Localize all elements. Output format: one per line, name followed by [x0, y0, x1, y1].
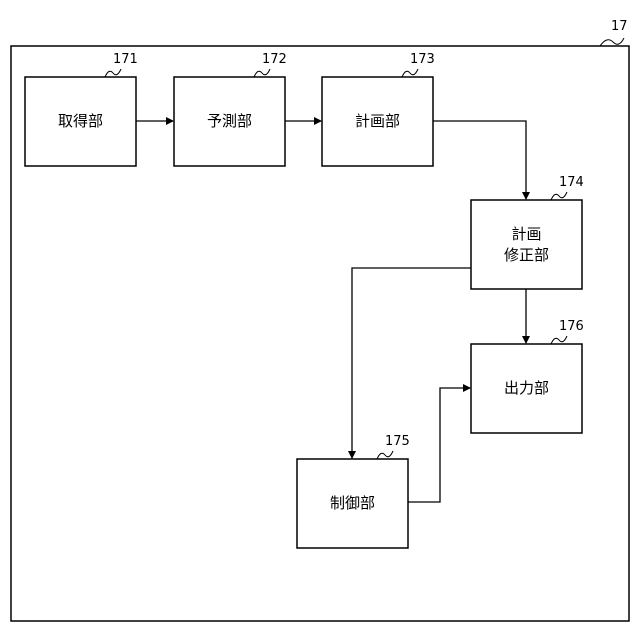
ref-label-output: 176	[559, 320, 584, 334]
ref-label-plan: 173	[410, 53, 435, 67]
ref-label-control: 175	[385, 435, 410, 449]
block-line: 取得部	[58, 111, 103, 132]
ref-label-container: 17	[611, 20, 628, 34]
block-line: 計画部	[355, 111, 400, 132]
leader-171	[105, 69, 121, 77]
arrow-plan-to-plan-correct	[433, 121, 526, 199]
leader-173	[402, 69, 418, 77]
ref-label-plan-correct: 174	[559, 176, 584, 190]
ref-label-acquire: 171	[113, 53, 138, 67]
leader-172	[254, 69, 270, 77]
block-text-plan: 計画部	[322, 77, 433, 166]
block-text-plan-correct: 計画 修正部	[471, 200, 582, 289]
block-line: 出力部	[504, 378, 549, 399]
block-text-acquire: 取得部	[25, 77, 136, 166]
block-line: 予測部	[207, 111, 252, 132]
block-line: 修正部	[504, 245, 549, 266]
ref-label-predict: 172	[262, 53, 287, 67]
block-text-output: 出力部	[471, 344, 582, 433]
leader-176	[551, 336, 567, 344]
leader-175	[377, 451, 393, 459]
block-text-predict: 予測部	[174, 77, 285, 166]
arrow-control-to-output	[408, 388, 470, 502]
block-line: 計画	[511, 224, 541, 245]
arrow-plan-correct-to-control	[352, 268, 471, 458]
block-line: 制御部	[330, 493, 375, 514]
block-text-control: 制御部	[297, 459, 408, 548]
leader-174	[551, 192, 567, 200]
container-leader-line	[600, 38, 624, 46]
